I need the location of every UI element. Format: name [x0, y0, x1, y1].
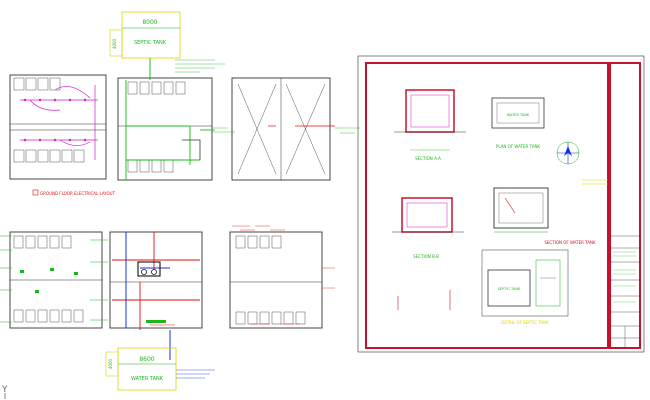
septic-side-dim: 4000 [112, 38, 117, 49]
plan-roof [231, 77, 360, 181]
water-dim-text: 8600 [139, 356, 154, 363]
plan-water-tank-label: PLAN OF WATER TANK [496, 144, 540, 149]
water-tank-label: WATER TANK [131, 376, 164, 382]
plan-lower-left [0, 231, 108, 329]
septic-tank-label: SEPTIC TANK [134, 40, 167, 46]
section-water-tank-label: SECTION OF WATER TANK [544, 240, 596, 245]
septic-tank-block: 8000 SEPTIC TANK 4000 [109, 11, 225, 78]
plan-lower-center [109, 231, 203, 360]
septic-inner-label: SEPTIC TANK [498, 287, 521, 291]
plan-plumbing-upper [117, 58, 235, 181]
ucs-axis-icon: Y [1, 385, 8, 395]
water-tank-inner-label: WATER TANK [507, 113, 530, 117]
water-tank-block: 8600 WATER TANK 4000 [105, 347, 215, 391]
section-bb-label: SECTION B-B [413, 254, 439, 259]
electrical-layout-caption: GROUND FLOOR ELECTRICAL LAYOUT [40, 191, 116, 196]
plan-lower-right [229, 225, 335, 329]
water-side-dim: 4000 [108, 358, 113, 369]
plan-electrical-upper: GROUND FLOOR ELECTRICAL LAYOUT [9, 74, 116, 196]
title-sheet: SECTION A-A WATER TANK PLAN OF WATER TAN… [357, 55, 645, 353]
detail-septic-label: DETAIL OF SEPTIC TANK [501, 320, 549, 325]
septic-dim-text: 8000 [142, 19, 157, 26]
section-aa-label: SECTION A-A [415, 156, 441, 161]
